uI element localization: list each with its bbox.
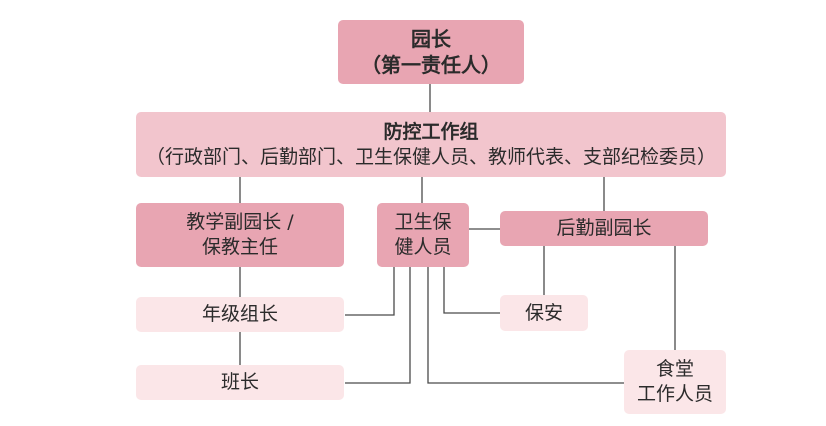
logistics-vp-label: 后勤副园长 xyxy=(556,217,652,240)
principal-title: 园长 xyxy=(411,27,451,51)
grade-leader-label: 年级组长 xyxy=(201,303,278,326)
canteen-staff-line2: 工作人员 xyxy=(636,383,713,405)
class-leader-box: 班长 xyxy=(136,365,344,400)
prevention-group-box: 防控工作组 （行政部门、后勤部门、卫生保健人员、教师代表、支部纪检委员） xyxy=(136,112,726,177)
class-leader-label: 班长 xyxy=(220,371,259,394)
security-box: 保安 xyxy=(500,295,588,331)
teaching-vp-line2: 保教主任 xyxy=(201,236,278,258)
security-label: 保安 xyxy=(524,301,563,324)
principal-box: 园长 （第一责任人） xyxy=(338,20,524,84)
health-staff-line1: 卫生保 xyxy=(394,211,452,234)
health-staff-box: 卫生保 健人员 xyxy=(377,203,469,267)
canteen-staff-line1: 食堂 xyxy=(655,358,694,381)
health-staff-line2: 健人员 xyxy=(394,236,452,258)
canteen-staff-box: 食堂 工作人员 xyxy=(624,350,726,414)
principal-subtitle: （第一责任人） xyxy=(361,53,501,77)
logistics-vp-box: 后勤副园长 xyxy=(500,211,708,246)
prevention-group-title: 防控工作组 xyxy=(383,120,479,143)
teaching-vp-line1: 教学副园长 / xyxy=(186,211,294,234)
teaching-vp-box: 教学副园长 / 保教主任 xyxy=(136,203,344,267)
grade-leader-box: 年级组长 xyxy=(136,297,344,332)
prevention-group-members: （行政部门、后勤部门、卫生保健人员、教师代表、支部纪检委员） xyxy=(145,145,716,168)
